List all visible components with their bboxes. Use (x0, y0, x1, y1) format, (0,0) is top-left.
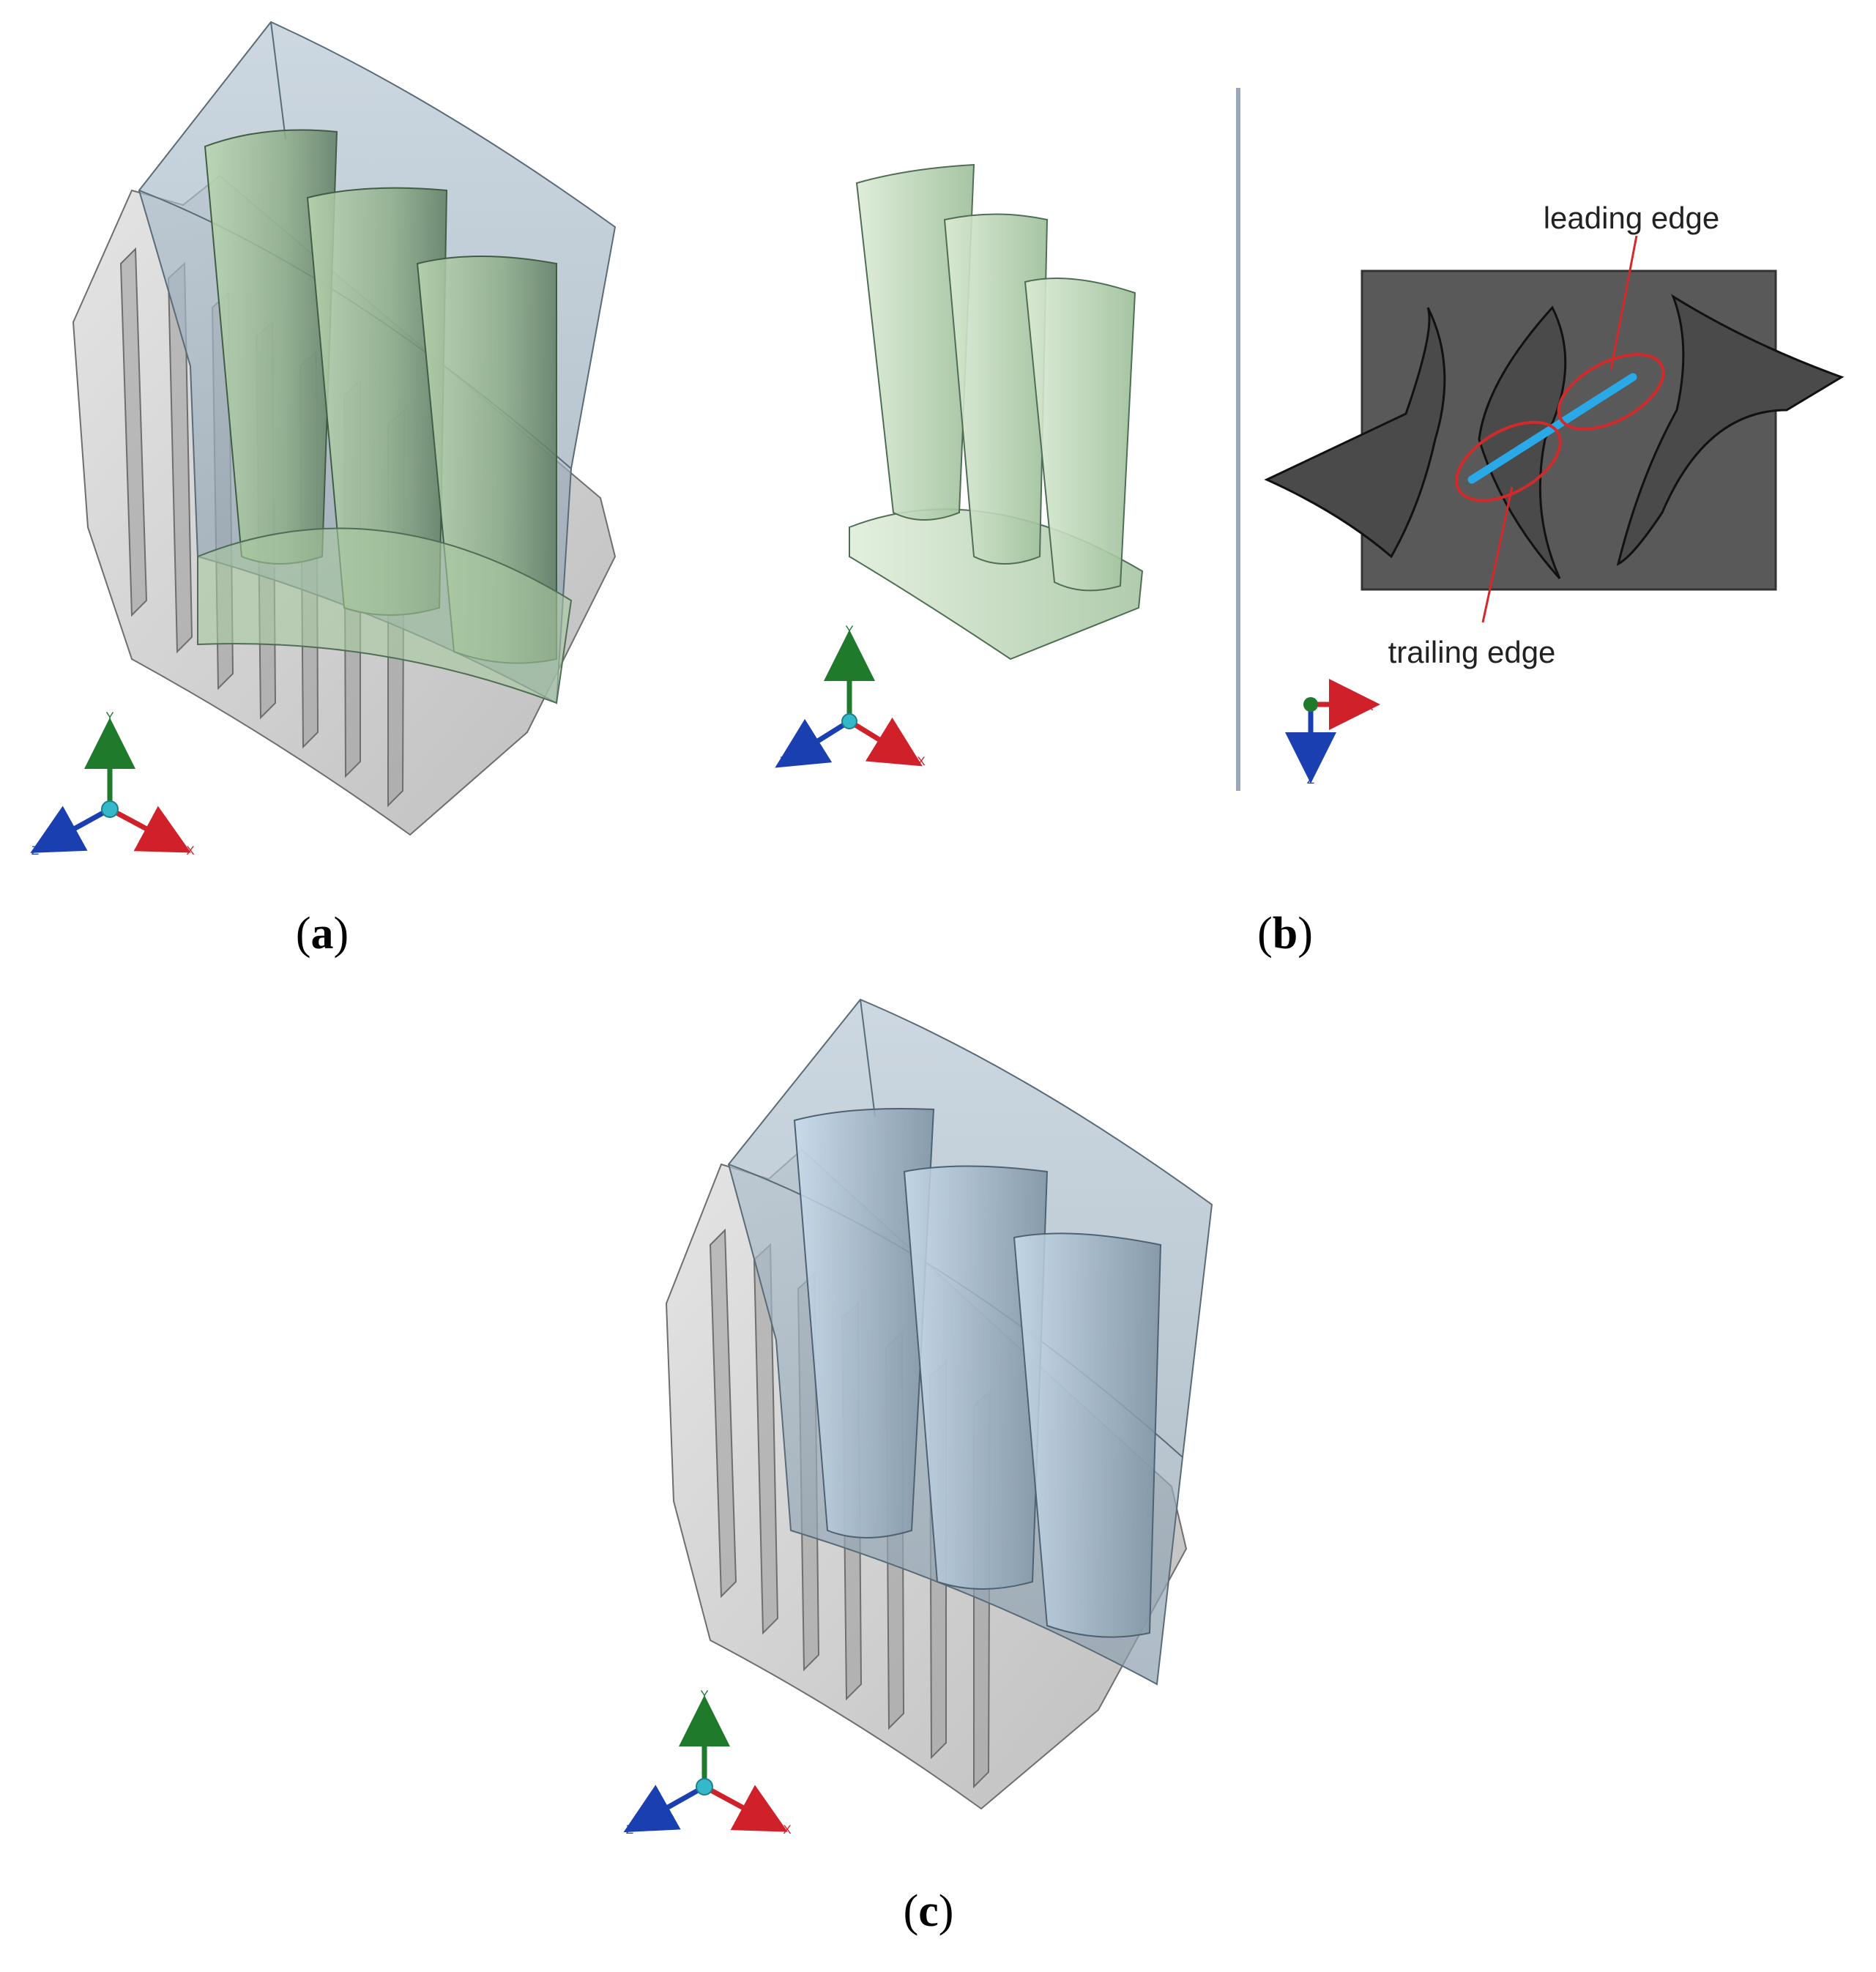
caption-c-letter: c (918, 1886, 939, 1936)
trailing-edge-label: trailing edge (1388, 635, 1556, 669)
leading-edge-leader (1609, 235, 1638, 371)
panel-divider (1236, 88, 1240, 791)
panel-c-turbine-domain: Y X Z (c) (623, 998, 1213, 1936)
blue-blades-c (793, 1108, 1162, 1638)
axis-triad-section: X Z (1285, 679, 1380, 786)
axis-section-x-label: X (1365, 699, 1373, 713)
light-green-blades (855, 163, 1136, 592)
caption-c: (c) (904, 1886, 954, 1936)
panel-b-blade-row: Y X Z (775, 163, 1144, 768)
leading-edge-label: leading edge (1544, 201, 1720, 235)
caption-b-letter: b (1273, 909, 1298, 959)
axis-section-z-label: Z (1307, 773, 1314, 786)
trailing-edge-leader (1481, 486, 1514, 623)
axis-a-y-label: Y (105, 710, 113, 723)
caption-a-letter: a (311, 909, 334, 959)
axis-a-z-label: Z (31, 844, 39, 857)
axis-b-x-label: X (917, 754, 925, 768)
trailing-edge-ellipse (1455, 420, 1562, 502)
axis-triad-c: Y X Z (623, 1688, 792, 1837)
axis-c-x-label: X (783, 1823, 791, 1837)
caption-a: (a) (296, 909, 349, 959)
axis-c-z-label: Z (626, 1823, 633, 1837)
panel-a-turbine-domain: Y X Z (a) (30, 21, 617, 959)
axis-triad-a: Y X Z (30, 710, 195, 857)
axis-c-y-label: Y (700, 1688, 708, 1702)
panel-b-section-view: leading edge trailing edge X Z (b) (1257, 201, 1845, 959)
axis-triad-b: Y X Z (775, 623, 926, 768)
axis-b-z-label: Z (780, 754, 787, 768)
axis-b-y-label: Y (845, 623, 853, 637)
green-hub-platform (197, 527, 573, 704)
caption-b: (b) (1257, 909, 1313, 959)
leading-edge-ellipse (1557, 353, 1665, 431)
green-blades (204, 129, 557, 664)
axis-a-x-label: X (186, 844, 194, 857)
